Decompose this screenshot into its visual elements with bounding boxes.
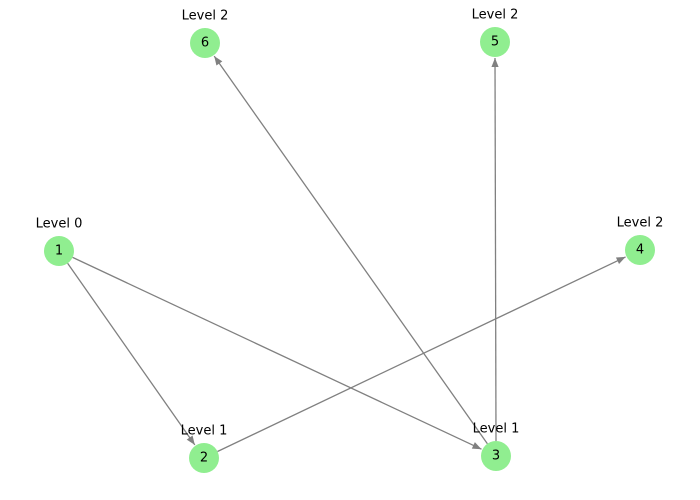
node-number-1: 1 bbox=[55, 244, 63, 259]
level-label-node-4: Level 2 bbox=[617, 216, 664, 231]
node-number-6: 6 bbox=[201, 36, 209, 51]
node-number-4: 4 bbox=[636, 243, 644, 258]
graph-node-5 bbox=[480, 27, 510, 57]
graph-node-3 bbox=[481, 441, 511, 471]
graph-node-1 bbox=[44, 236, 74, 266]
edge-3-to-6 bbox=[213, 55, 488, 445]
node-number-2: 2 bbox=[200, 451, 208, 466]
level-label-node-6: Level 2 bbox=[182, 9, 229, 24]
edge-2-to-4 bbox=[217, 256, 626, 453]
graph-node-2 bbox=[189, 443, 219, 473]
level-label-node-2: Level 1 bbox=[181, 424, 228, 439]
node-number-3: 3 bbox=[492, 449, 500, 464]
edge-1-to-3 bbox=[72, 256, 482, 450]
edge-3-to-5 bbox=[491, 57, 499, 442]
edge-layer bbox=[67, 55, 626, 453]
node-number-5: 5 bbox=[491, 35, 499, 50]
level-label-node-5: Level 2 bbox=[472, 8, 519, 23]
level-label-node-1: Level 0 bbox=[36, 217, 83, 232]
graph-node-4 bbox=[625, 235, 655, 265]
edge-1-to-2 bbox=[67, 262, 196, 446]
level-label-node-3: Level 1 bbox=[473, 422, 520, 437]
graph-node-6 bbox=[190, 28, 220, 58]
